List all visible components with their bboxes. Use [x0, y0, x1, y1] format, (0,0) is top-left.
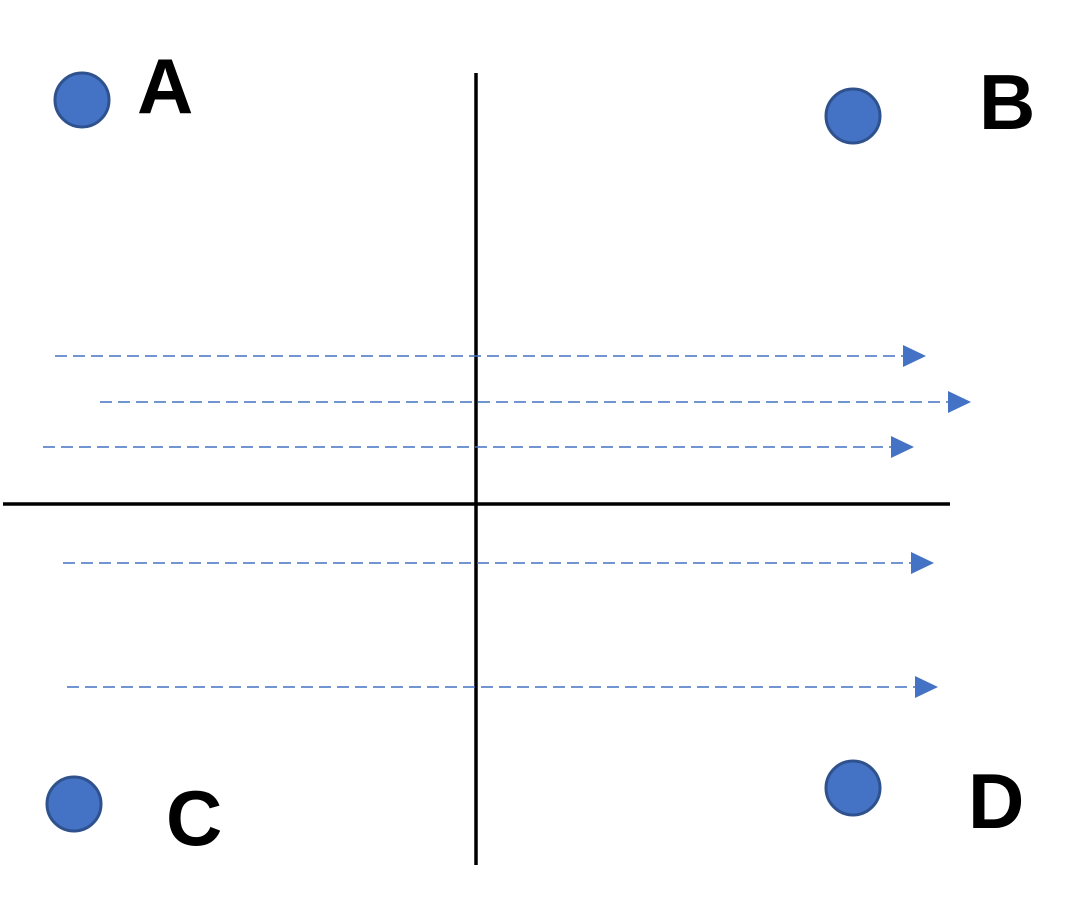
- point-b-label: B: [979, 58, 1035, 146]
- point-c-label: C: [166, 774, 222, 862]
- point-b-marker: [824, 87, 882, 145]
- flow-arrow: [67, 676, 938, 698]
- flow-arrow: [63, 552, 934, 574]
- point-d-marker: [824, 759, 882, 817]
- arrow-head: [911, 552, 934, 574]
- flow-arrow: [55, 345, 926, 367]
- point-a-marker: [53, 71, 111, 129]
- point-d-label: D: [968, 757, 1024, 845]
- point-c-marker: [45, 775, 103, 833]
- arrow-head: [915, 676, 938, 698]
- point-a-label: A: [137, 42, 193, 130]
- arrow-head: [903, 345, 926, 367]
- flow-arrow: [43, 436, 914, 458]
- arrow-head: [948, 391, 971, 413]
- flow-arrow: [100, 391, 971, 413]
- arrow-head: [891, 436, 914, 458]
